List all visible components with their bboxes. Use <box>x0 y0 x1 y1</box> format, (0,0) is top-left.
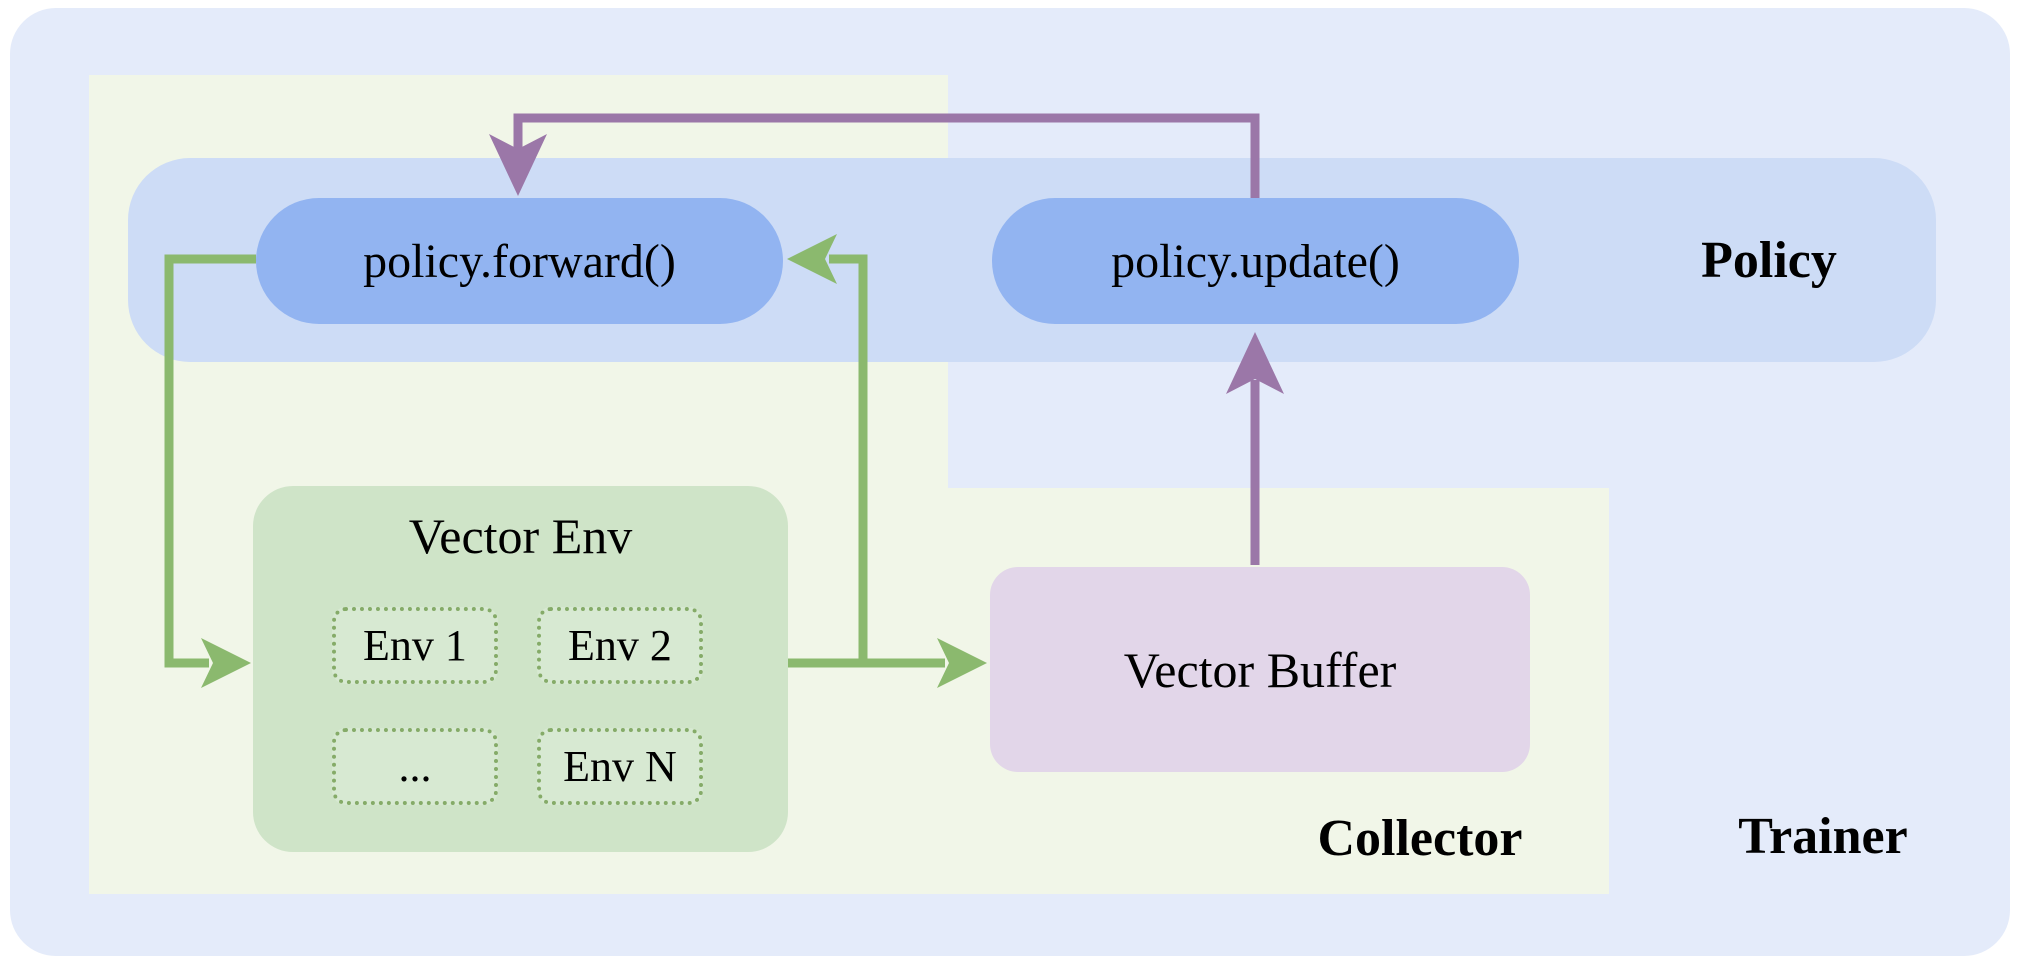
policy-forward-node: policy.forward() <box>256 198 783 324</box>
env-item-1: Env 1 <box>332 607 498 684</box>
policy-region-label: Policy <box>1701 231 1837 289</box>
policy-update-node: policy.update() <box>992 198 1519 324</box>
collector-region-label: Collector <box>1317 809 1523 867</box>
env-item-2-label: Env 2 <box>568 621 672 670</box>
vector-env-title: Vector Env <box>408 508 633 564</box>
env-item-2: Env 2 <box>537 607 703 684</box>
vector-buffer-node: Vector Buffer <box>990 567 1530 772</box>
trainer-region-label: Trainer <box>1738 807 1908 865</box>
policy-update-label: policy.update() <box>1111 234 1400 288</box>
policy-forward-label: policy.forward() <box>363 234 676 288</box>
env-item-n-label: Env N <box>563 742 677 791</box>
env-item-ellipsis: ... <box>332 728 498 805</box>
vector-env-box: Vector Env Env 1 Env 2 ... Env N <box>253 486 788 852</box>
vector-buffer-label: Vector Buffer <box>1123 641 1397 698</box>
env-item-n: Env N <box>537 728 703 805</box>
env-item-1-label: Env 1 <box>363 621 467 670</box>
env-item-ellipsis-label: ... <box>398 742 432 791</box>
